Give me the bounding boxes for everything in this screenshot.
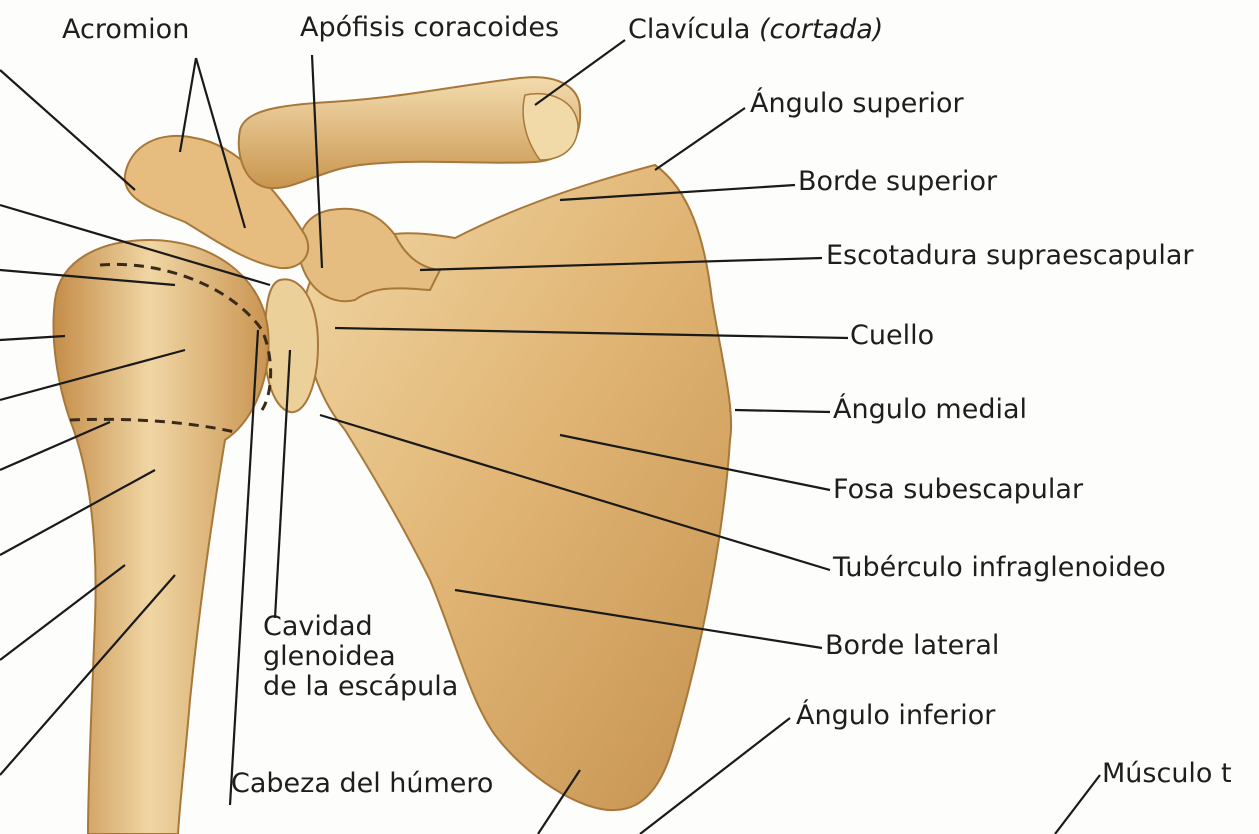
- label-borde-superior: Borde superior: [798, 166, 997, 198]
- label-borde-lateral: Borde lateral: [825, 630, 999, 662]
- label-clavicula-note: (cortada): [759, 14, 883, 45]
- humerus-shape: [53, 240, 268, 834]
- label-acromion: Acromion: [62, 14, 189, 46]
- label-apofisis-coracoides: Apófisis coracoides: [300, 12, 559, 44]
- glenoid-shape: [264, 279, 318, 412]
- label-clavicula: Clavícula (cortada): [628, 14, 883, 46]
- label-angulo-inferior: Ángulo inferior: [796, 700, 995, 732]
- label-cuello: Cuello: [850, 320, 934, 352]
- label-escotadura-supraescapular: Escotadura supraescapular: [826, 240, 1194, 272]
- label-tuberculo-infraglenoideo: Tubérculo infraglenoideo: [833, 552, 1166, 584]
- label-angulo-superior: Ángulo superior: [750, 88, 964, 120]
- label-fosa-subescapular: Fosa subescapular: [833, 474, 1083, 506]
- label-musculo: Músculo t: [1102, 758, 1232, 790]
- label-cavidad-glenoidea: Cavidad glenoidea de la escápula: [263, 612, 483, 702]
- label-cabeza-del-humero: Cabeza del húmero: [231, 768, 493, 800]
- label-angulo-medial: Ángulo medial: [833, 394, 1027, 426]
